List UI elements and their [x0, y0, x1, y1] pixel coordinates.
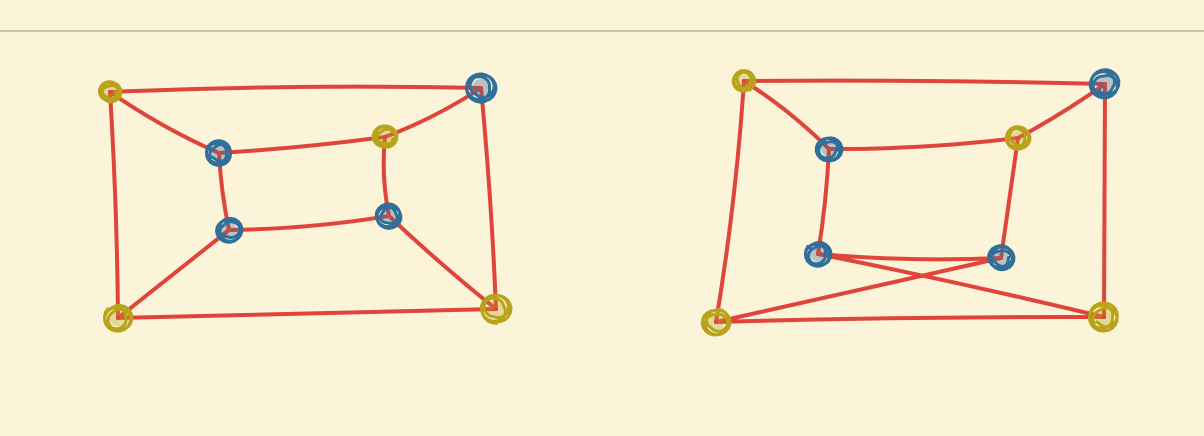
- edge-C-F: [217, 135, 387, 155]
- edge-G-H: [816, 252, 1106, 319]
- edge-D-E: [714, 256, 1003, 324]
- edge-B-G: [479, 86, 498, 311]
- node-H-blue: [803, 240, 833, 268]
- right-graph: [700, 68, 1121, 337]
- edge-A-B: [742, 78, 1107, 86]
- edge-D-A: [108, 90, 120, 320]
- edge-E-H: [816, 252, 1003, 262]
- node-F-gold: [1004, 125, 1032, 151]
- edge-G-D: [714, 314, 1106, 324]
- node-C-blue: [204, 139, 233, 167]
- top-rule-line: [0, 30, 1204, 32]
- edge-C-H: [816, 147, 831, 256]
- node-E-blue: [215, 216, 244, 244]
- node-D-gold: [700, 307, 732, 337]
- node-C-blue: [814, 136, 844, 163]
- node-H-blue: [374, 202, 403, 230]
- edge-G-H: [387, 214, 498, 311]
- edge-A-C: [742, 79, 831, 151]
- edge-C-F: [827, 136, 1020, 152]
- node-G-gold: [479, 293, 513, 325]
- edge-B-F: [383, 86, 483, 139]
- edge-H-E: [227, 214, 391, 232]
- edge-D-E: [116, 228, 231, 320]
- edge-B-G: [1102, 82, 1107, 319]
- node-D-gold: [102, 303, 134, 333]
- node-B-blue: [464, 72, 498, 104]
- edge-F-E: [999, 136, 1020, 260]
- node-F-gold: [371, 124, 399, 149]
- edge-G-D: [116, 307, 498, 320]
- left-graph: [97, 72, 513, 333]
- node-A-gold: [731, 69, 757, 93]
- edge-D-A: [714, 79, 746, 324]
- node-E-blue: [987, 244, 1016, 272]
- node-G-gold: [1087, 301, 1119, 333]
- node-A-gold: [97, 80, 123, 104]
- edge-A-B: [108, 84, 483, 94]
- node-B-blue: [1088, 68, 1121, 100]
- edge-A-C: [108, 90, 221, 155]
